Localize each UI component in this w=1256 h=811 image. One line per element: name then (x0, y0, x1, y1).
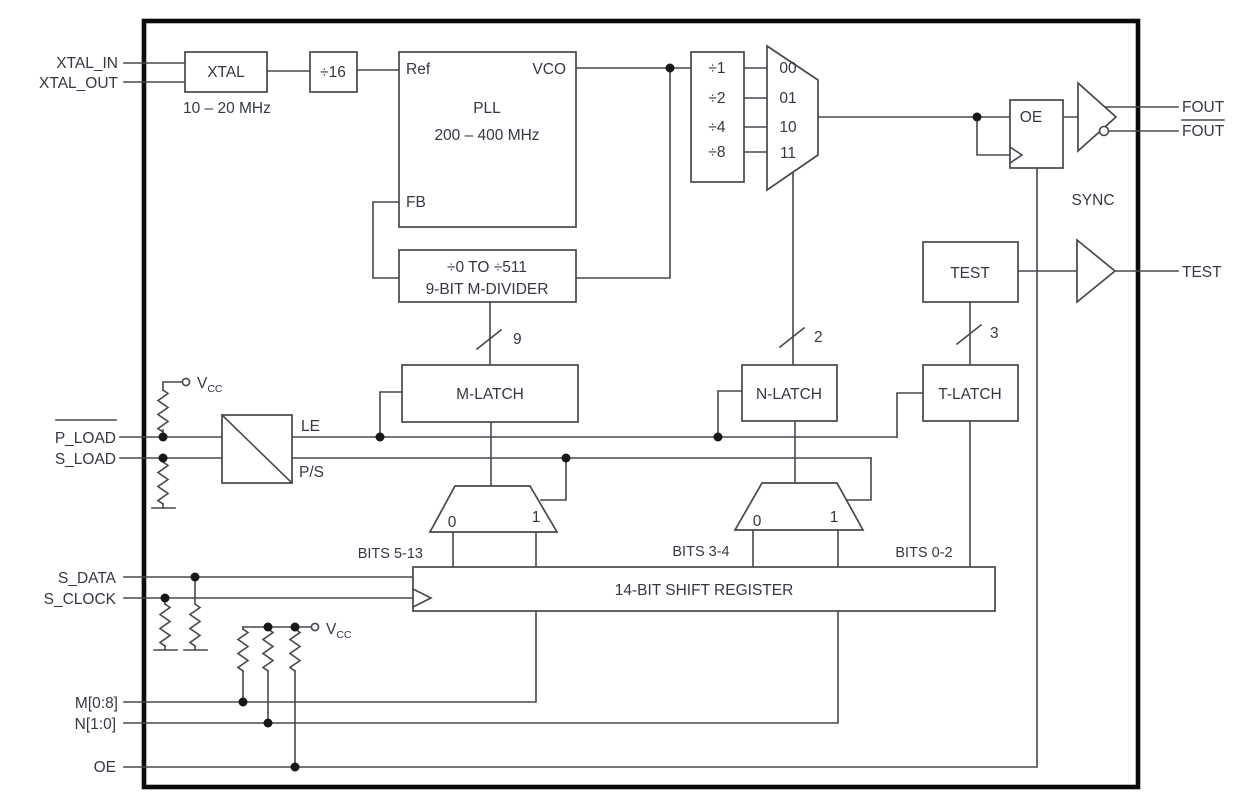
pin-label-xtal-out: XTAL_OUT (39, 75, 118, 92)
pulldown-resistor-sdata (189, 603, 201, 647)
pll-ref-port-label: Ref (406, 61, 431, 78)
wire-oe-pin (123, 167, 1038, 768)
wire-ps-mmux-select (540, 457, 567, 501)
pll-label: PLL (473, 100, 501, 117)
pll-fb-port-label: FB (406, 194, 426, 211)
mux-sel-11-label: 11 (780, 145, 796, 162)
pin-label-xtal-in: XTAL_IN (56, 55, 118, 72)
t-latch-label: T-LATCH (938, 386, 1001, 403)
test-block (922, 241, 1019, 303)
chip-outline (141, 18, 1141, 790)
pin-label-sclock: S_CLOCK (44, 591, 117, 608)
pullup-resistor-oe (289, 628, 301, 672)
xtal-freq-label: 10 – 20 MHz (183, 100, 271, 117)
pin-label-pload: P_LOAD (55, 430, 116, 447)
m-mux-in1-label: 1 (532, 509, 541, 526)
sync-label: SYNC (1071, 192, 1114, 209)
wire-m-parallel (123, 610, 537, 703)
bus-width-m: 9 (513, 331, 522, 348)
pll-freq-label: 200 – 400 MHz (434, 127, 539, 144)
vcc-label-upper: VCC (197, 375, 223, 395)
mux-sel-01-label: 01 (779, 90, 796, 107)
load-decoder-diagonal (220, 413, 294, 485)
clock-input-icon (411, 587, 433, 609)
wire-le-mlatch (379, 391, 403, 438)
test-driver (1076, 238, 1117, 304)
bus-width-n: 2 (814, 329, 823, 346)
divider-8-label: ÷8 (708, 144, 725, 161)
wires (119, 62, 1179, 768)
n-mux (733, 482, 865, 531)
wire-ps-nmux-select (846, 457, 872, 501)
pin-label-oe: OE (94, 759, 116, 776)
le-port-label: LE (301, 418, 320, 435)
pll-block (398, 51, 577, 228)
xtal-block (184, 51, 268, 93)
prescaler-block (309, 51, 358, 93)
mux-sel-10-label: 10 (779, 119, 797, 136)
divider-4-label: ÷4 (708, 119, 726, 136)
wire-fb-loop (372, 201, 400, 279)
divider-1-label: ÷1 (708, 60, 725, 77)
fout-driver (1077, 81, 1118, 153)
pin-label-fout: FOUT (1182, 99, 1225, 116)
oe-ff-label: OE (1020, 109, 1042, 126)
pll-vco-port-label: VCO (532, 61, 566, 78)
tap-bits-5-13-label: BITS 5-13 (358, 546, 423, 562)
m-mux (428, 485, 559, 533)
prescaler-label: ÷16 (320, 64, 346, 81)
vcc-terminal (310, 622, 320, 632)
output-divider-block (690, 51, 745, 183)
vcc-label-lower: VCC (326, 621, 352, 641)
wire-le-nlatch (717, 390, 743, 438)
pullup-resistor-pload (157, 389, 169, 433)
xtal-label: XTAL (207, 64, 245, 81)
pullup-resistor-n (262, 628, 274, 672)
m-mux-in0-label: 0 (448, 514, 457, 531)
wire-vcc-stub-top (162, 381, 183, 391)
junction-dots (158, 63, 982, 772)
n-mux-in0-label: 0 (753, 513, 762, 530)
bus-slash-n (778, 326, 806, 349)
ps-port-label: P/S (299, 464, 324, 481)
divider-2-label: ÷2 (708, 90, 725, 107)
bus-slash-t (955, 323, 983, 346)
shift-register-label: 14-BIT SHIFT REGISTER (615, 582, 794, 599)
pin-label-test: TEST (1182, 264, 1222, 281)
wire-vco-mdivider (575, 67, 671, 279)
tap-bits-0-2-label: BITS 0-2 (895, 545, 952, 561)
test-block-label: TEST (950, 265, 990, 282)
m-latch-label: M-LATCH (456, 386, 524, 403)
pin-label-n-parallel: N[1:0] (75, 716, 116, 733)
n-latch-block (741, 364, 838, 422)
pulldown-resistor-sload (157, 461, 169, 505)
n-latch-label: N-LATCH (756, 386, 822, 403)
pin-label-sdata: S_DATA (58, 570, 117, 587)
inversion-bubble (1098, 125, 1110, 137)
tap-bits-3-4-label: BITS 3-4 (672, 544, 729, 560)
vcc-terminal (181, 377, 191, 387)
pin-label-sload: S_LOAD (55, 451, 116, 468)
n-mux-in1-label: 1 (830, 509, 839, 526)
m-divider-range-label: ÷0 TO ÷511 (447, 259, 527, 276)
pulldown-resistor-sclock (159, 603, 171, 647)
m-divider-block (398, 249, 577, 303)
clock-input-icon (1008, 145, 1024, 165)
t-latch-block (922, 364, 1019, 422)
mux-sel-00-label: 00 (779, 60, 797, 77)
pullup-resistor-m (237, 628, 249, 672)
wire-le-tlatch (896, 392, 924, 438)
output-mux (766, 44, 819, 192)
pin-label-m-parallel: M[0:8] (75, 695, 118, 712)
wire-n-parallel (123, 610, 839, 724)
m-divider-label: 9-BIT M-DIVIDER (426, 281, 549, 298)
shift-register-block (412, 566, 996, 612)
bus-width-t: 3 (990, 325, 999, 342)
m-latch-block (401, 364, 579, 423)
wire-oe-clock-branch (976, 116, 1011, 156)
pin-label-fout-inv: FOUT (1182, 123, 1225, 140)
bus-slash-m (475, 328, 503, 351)
